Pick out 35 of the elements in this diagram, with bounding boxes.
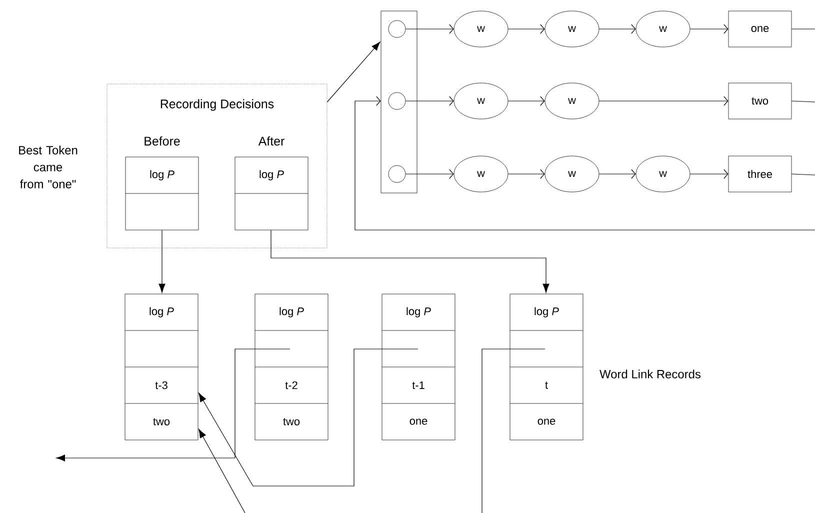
record-box: log P t-1 one (382, 294, 456, 440)
record-box: Before log P (125, 136, 199, 230)
arrow (690, 24, 728, 34)
arrow (56, 348, 290, 462)
entry-circle (388, 92, 406, 110)
note-text: Best Token came from "one" (19, 146, 78, 188)
arrow (326, 42, 380, 102)
arrow (405, 169, 454, 179)
word-box: three (728, 156, 792, 192)
record-box: After log P (234, 136, 308, 230)
node-label: After (258, 136, 284, 146)
arrow (405, 96, 454, 106)
arrow (158, 230, 166, 293)
record-box: log P t-3 two (124, 294, 198, 440)
arrow (270, 230, 550, 293)
arrow (198, 428, 246, 513)
entry-bar (380, 10, 418, 194)
arrow (198, 348, 418, 486)
record-box: log P t-2 two (254, 294, 328, 440)
arrow (508, 169, 545, 179)
node-label: Before (144, 136, 180, 146)
arrow (690, 169, 728, 179)
record-box: log P t one (510, 294, 584, 440)
entry-circle (388, 165, 406, 183)
arrow (354, 96, 815, 230)
arrow (598, 24, 636, 34)
word-box: one (728, 10, 792, 48)
arrow (508, 96, 545, 106)
arrow (598, 169, 636, 179)
entry-circle (388, 20, 406, 38)
arrow (405, 24, 454, 34)
arrow (508, 24, 545, 34)
note-text: Word Link Records (600, 370, 700, 378)
arrow (598, 96, 728, 106)
word-box: two (728, 82, 792, 120)
